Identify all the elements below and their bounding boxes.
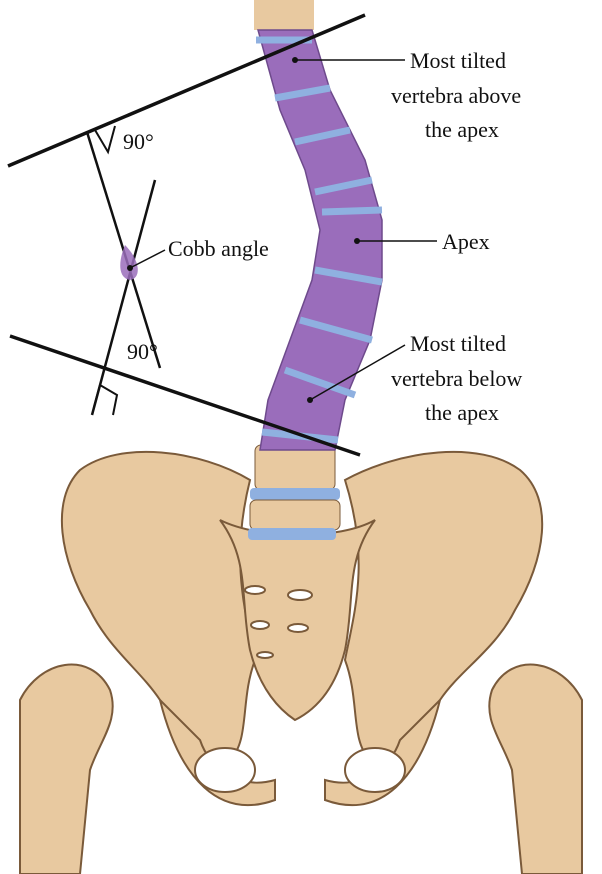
right-angle-marker-bottom bbox=[93, 383, 119, 416]
label-below-line1: Most tilted bbox=[410, 331, 506, 356]
right-angle-marker-top bbox=[94, 125, 116, 155]
left-obturator bbox=[194, 747, 256, 793]
cobb-angle-marker bbox=[120, 245, 138, 280]
label-above-line2: vertebra above bbox=[391, 83, 521, 108]
label-above-line3: the apex bbox=[425, 117, 499, 142]
sacrum bbox=[219, 519, 376, 722]
leader-lines bbox=[129, 59, 437, 401]
label-angle-bottom: 90° bbox=[127, 339, 158, 364]
label-below-line3: the apex bbox=[425, 400, 499, 425]
left-femur bbox=[19, 663, 114, 874]
lower-perpendicular bbox=[90, 179, 157, 416]
label-cobb-angle: Cobb angle bbox=[168, 236, 269, 261]
upper-endplate-line bbox=[7, 13, 366, 168]
leader-dots bbox=[127, 57, 360, 403]
label-above-line1: Most tilted bbox=[410, 48, 506, 73]
lower-endplate-line bbox=[9, 334, 361, 457]
right-femur bbox=[488, 663, 583, 874]
label-below-line2: vertebra below bbox=[391, 366, 522, 391]
label-apex: Apex bbox=[442, 229, 490, 254]
pelvis bbox=[19, 450, 583, 874]
label-angle-top: 90° bbox=[123, 129, 154, 154]
lumbar-vertebrae bbox=[248, 0, 341, 540]
scoliotic-spine bbox=[256, 29, 383, 451]
right-obturator bbox=[344, 747, 406, 793]
right-iliac-wing bbox=[343, 450, 544, 762]
